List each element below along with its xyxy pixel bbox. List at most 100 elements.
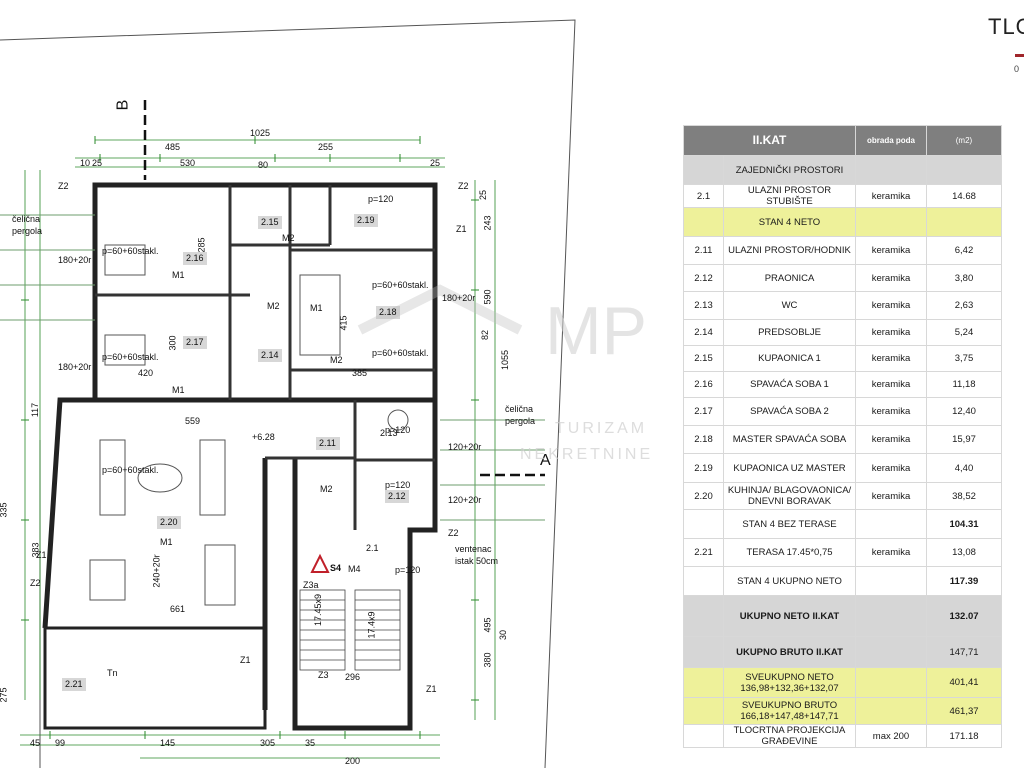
row-floor: keramika bbox=[855, 482, 927, 510]
row-name: ULAZNI PROSTOR STUBIŠTE bbox=[723, 184, 856, 208]
row-floor: keramika bbox=[855, 397, 927, 426]
window-note: p=120 bbox=[395, 565, 421, 575]
row-floor bbox=[855, 667, 927, 698]
floor-tag: M1 bbox=[172, 385, 185, 395]
dim-bottom: 45 bbox=[30, 738, 41, 748]
row-name: ZAJEDNIČKI PROSTORI bbox=[723, 155, 856, 185]
pergola-note: čelična bbox=[505, 404, 534, 414]
row-number bbox=[683, 636, 724, 668]
row-floor bbox=[855, 697, 927, 725]
row-area: 117.39 bbox=[926, 566, 1002, 596]
dim-top: 25 bbox=[430, 158, 441, 168]
row-area: 12,40 bbox=[926, 397, 1002, 426]
row-number bbox=[683, 724, 724, 748]
scale-bar bbox=[1015, 54, 1024, 57]
room-label-boxes bbox=[62, 214, 409, 691]
table-row: STAN 4 UKUPNO NETO 117.39 bbox=[683, 566, 1002, 596]
plan-text-layer: B A 1025 485 255 80 10 25 530 25 25 243 … bbox=[0, 99, 650, 766]
stair-note: 17.4x9 bbox=[366, 611, 377, 639]
row-name: SVEUKUPNO BRUTO 166,18+147,48+147,71 bbox=[723, 697, 856, 725]
dim-bottom: 99 bbox=[55, 738, 66, 748]
dim-bottom: 145 bbox=[160, 738, 176, 748]
row-name: TLOCRTNA PROJEKCIJA GRAĐEVINE bbox=[723, 724, 856, 748]
dim-right: 30 bbox=[498, 629, 509, 641]
dim-left: 117 bbox=[30, 402, 41, 418]
pergola-note: pergola bbox=[505, 416, 536, 426]
room-label: 2.15 bbox=[261, 217, 279, 227]
row-number: 2.16 bbox=[683, 371, 724, 398]
dim-right: 243 bbox=[482, 215, 493, 231]
table-row: UKUPNO NETO II.KAT 132.07 bbox=[683, 595, 1002, 637]
dim-inner: 420 bbox=[138, 368, 154, 378]
floor-tag: Z1 bbox=[426, 684, 437, 694]
row-floor: keramika bbox=[855, 453, 927, 483]
row-name: TERASA 17.45*0,75 bbox=[723, 538, 856, 567]
watermark-logo bbox=[357, 284, 523, 335]
row-area: 13,08 bbox=[926, 538, 1002, 567]
staircase bbox=[299, 589, 401, 671]
window-note: p=60+60stakl. bbox=[372, 348, 429, 358]
row-number bbox=[683, 207, 724, 237]
furniture bbox=[89, 244, 409, 606]
row-floor bbox=[855, 566, 927, 596]
row-floor: keramika bbox=[855, 291, 927, 320]
floor-tag: S4 bbox=[330, 563, 342, 573]
dim-right: 380 bbox=[482, 652, 493, 668]
room-label: 2.16 bbox=[186, 253, 204, 263]
row-floor: keramika bbox=[855, 371, 927, 398]
terrace-outline bbox=[43, 626, 267, 730]
window-note: p=120 bbox=[368, 194, 394, 204]
floor-tag: Z1 bbox=[36, 550, 47, 560]
dim-top: 10 bbox=[80, 158, 91, 168]
row-area: 11,18 bbox=[926, 371, 1002, 398]
dim-total-width: 1025 bbox=[250, 128, 271, 138]
row-name: SVEUKUPNO NETO 136,98+132,36+132,07 bbox=[723, 667, 856, 698]
dim-inner: 385 bbox=[352, 368, 368, 378]
row-floor: keramika bbox=[855, 264, 927, 292]
row-number: 2.18 bbox=[683, 425, 724, 454]
dim-right: 495 bbox=[482, 617, 493, 633]
dim-inner: 661 bbox=[170, 604, 186, 614]
row-name: UKUPNO NETO II.KAT bbox=[723, 595, 856, 637]
row-number: 2.13 bbox=[683, 291, 724, 320]
entrance-triangle-icon bbox=[310, 553, 330, 573]
dim-top: 485 bbox=[165, 142, 181, 152]
row-floor: keramika bbox=[855, 538, 927, 567]
dim-inner: 415 bbox=[338, 315, 349, 331]
room-label: 2.21 bbox=[65, 679, 83, 689]
dim-right: 82 bbox=[480, 329, 491, 341]
floor-tag: M1 bbox=[160, 537, 173, 547]
table-header: II.KAT obrada poda (m2) bbox=[683, 125, 1002, 156]
section-b-label: B bbox=[114, 99, 132, 111]
row-floor bbox=[855, 595, 927, 637]
dim-top: 25 bbox=[92, 158, 103, 168]
row-number bbox=[683, 566, 724, 596]
row-number: 2.21 bbox=[683, 538, 724, 567]
row-area: 132.07 bbox=[926, 595, 1002, 637]
interior-walls bbox=[95, 185, 435, 530]
row-number bbox=[683, 595, 724, 637]
pergola-note: pergola bbox=[12, 226, 43, 236]
row-number: 2.20 bbox=[683, 482, 724, 510]
site-outline bbox=[0, 19, 576, 768]
row-floor: keramika bbox=[855, 184, 927, 208]
row-area: 4,40 bbox=[926, 453, 1002, 483]
misc-note: istak 50cm bbox=[455, 556, 499, 566]
dim-top: 255 bbox=[318, 142, 334, 152]
floor-tag: M1 bbox=[310, 303, 323, 313]
floor-tag: Z1 bbox=[240, 655, 251, 665]
row-name: STAN 4 BEZ TERASE bbox=[723, 509, 856, 539]
row-area: 171.18 bbox=[926, 724, 1002, 748]
row-name: STAN 4 UKUPNO NETO bbox=[723, 566, 856, 596]
dim-right: 590 bbox=[482, 289, 493, 305]
row-area: 147,71 bbox=[926, 636, 1002, 668]
row-number: 2.19 bbox=[683, 453, 724, 483]
dim-inner: 559 bbox=[185, 416, 201, 426]
row-area: 6,42 bbox=[926, 236, 1002, 265]
